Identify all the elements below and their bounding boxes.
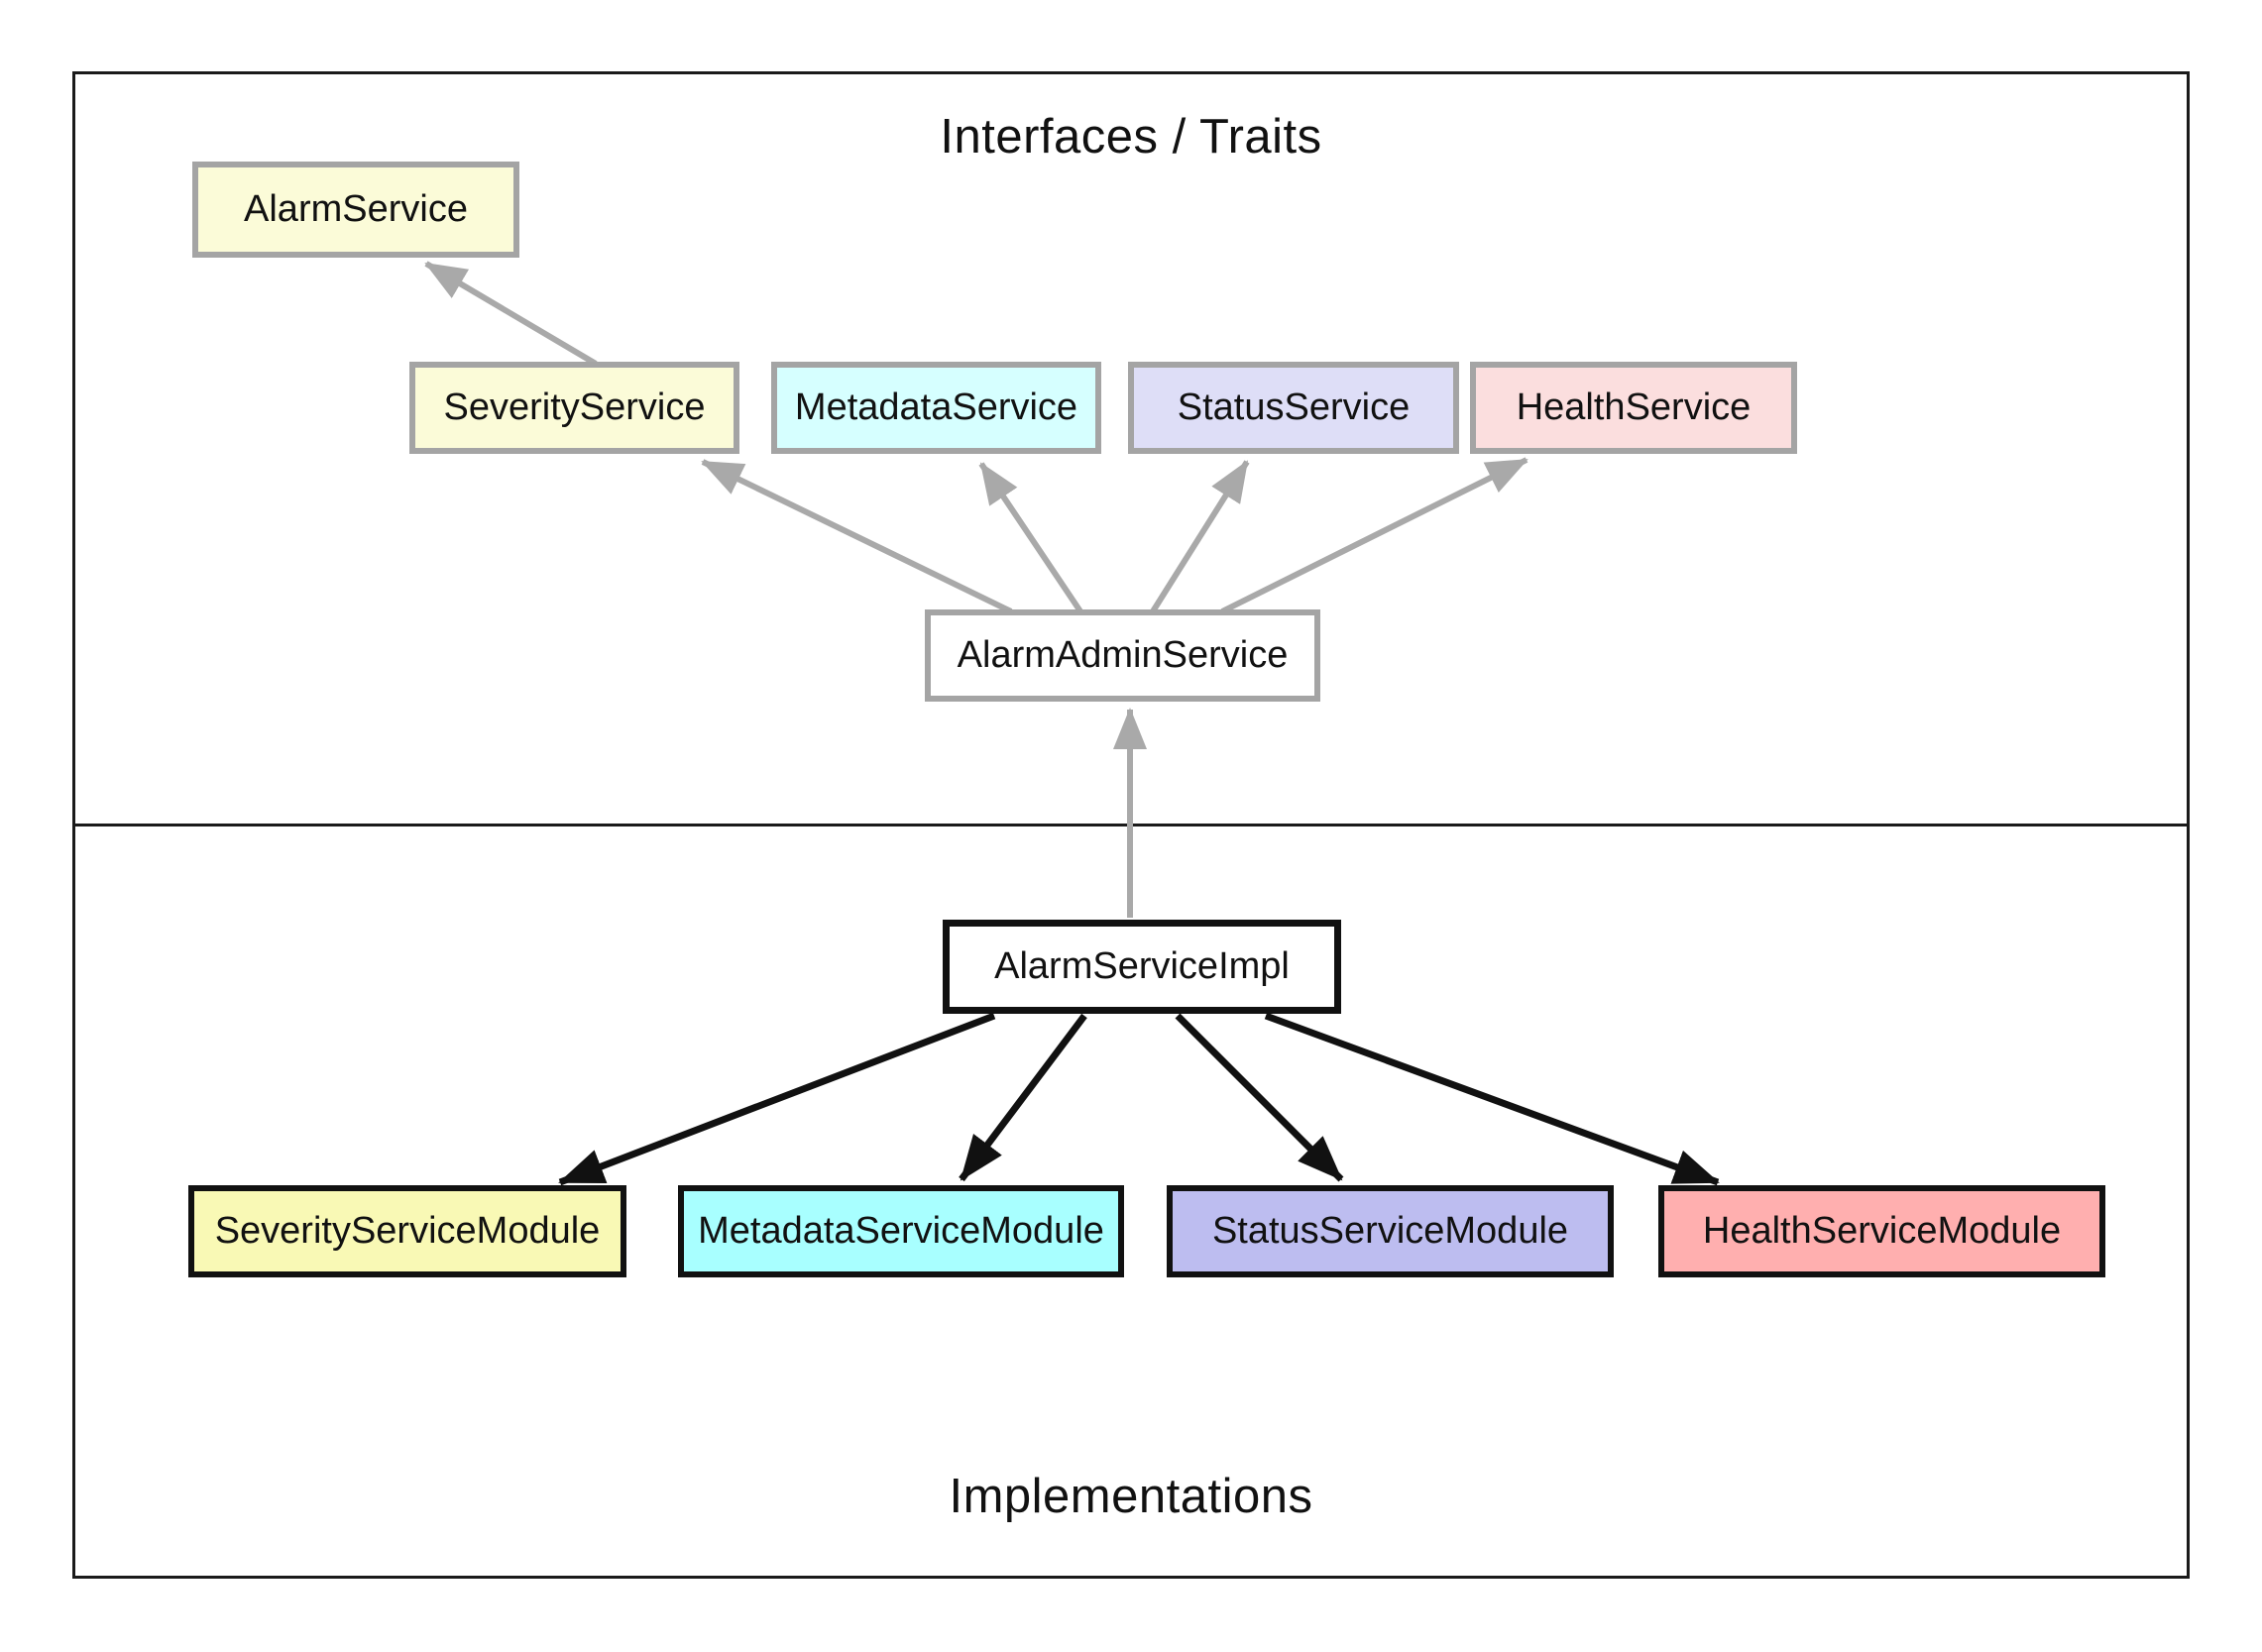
node-label: SeverityServiceModule [214,1210,601,1252]
node-severity-service-module: SeverityServiceModule [188,1185,626,1277]
node-label: MetadataServiceModule [698,1210,1104,1252]
node-alarm-service: AlarmService [192,162,519,258]
node-label: MetadataService [794,386,1078,428]
node-health-service-module: HealthServiceModule [1658,1185,2105,1277]
node-label: AlarmAdminService [957,634,1289,676]
node-alarm-service-impl: AlarmServiceImpl [943,920,1341,1014]
edge-alarmadminservice-to-healthservice [1220,457,1528,614]
edge-alarmadminservice-to-statusservice [1150,460,1250,613]
node-severity-service: SeverityService [409,362,739,454]
edge-alarmserviceimpl-to-healthservicemodule [1264,1012,1720,1186]
node-label: HealthServiceModule [1702,1210,2062,1252]
node-label: SeverityService [443,386,706,428]
node-metadata-service: MetadataService [771,362,1101,454]
node-status-service-module: StatusServiceModule [1167,1185,1614,1277]
edge-severityservice-to-alarmservice [424,261,598,367]
edge-alarmadminservice-to-severityservice [701,459,1013,614]
node-label: StatusServiceModule [1211,1210,1569,1252]
edge-alarmserviceimpl-to-severityservicemodule [558,1012,996,1186]
implementations-section-title: Implementations [949,1470,1313,1523]
edge-alarmserviceimpl-to-statusservicemodule [1175,1013,1344,1182]
node-health-service: HealthService [1470,362,1797,454]
node-label: HealthService [1516,386,1752,428]
edge-alarmadminservice-to-metadataservice [978,462,1083,613]
node-metadata-service-module: MetadataServiceModule [678,1185,1124,1277]
node-status-service: StatusService [1128,362,1459,454]
edge-alarmserviceimpl-to-metadataservicemodule [959,1013,1087,1182]
node-label: AlarmServiceImpl [994,945,1290,987]
interfaces-section-title: Interfaces / Traits [940,110,1322,164]
node-label: StatusService [1177,386,1411,428]
node-alarm-admin-service: AlarmAdminService [925,609,1320,702]
node-label: AlarmService [244,188,468,230]
